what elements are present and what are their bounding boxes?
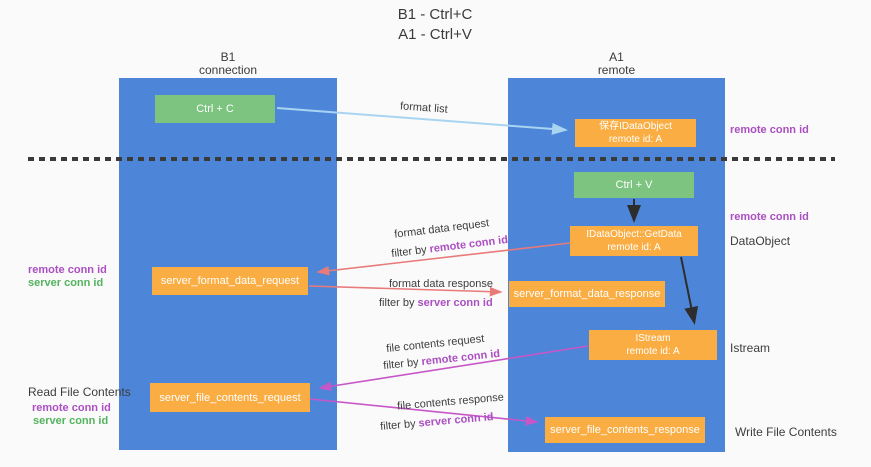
ctrl-v-box: Ctrl + V bbox=[574, 172, 694, 198]
file-contents-response-label: file contents response bbox=[396, 391, 505, 413]
format-data-response-label: format data response bbox=[389, 278, 493, 290]
server-format-data-request-box: server_format_data_request bbox=[152, 267, 308, 295]
server-format-data-request-label: server_format_data_request bbox=[160, 275, 300, 287]
filter-by-text: filter by bbox=[379, 297, 415, 309]
remote-conn-id-annotation-left1: remote conn id bbox=[28, 264, 107, 276]
filter-by-text: filter by bbox=[379, 417, 417, 433]
save-idataobject-line1: 保存IDataObject bbox=[599, 121, 672, 132]
save-idataobject-line2: remote id: A bbox=[608, 134, 663, 145]
server-conn-id-highlight: server conn id bbox=[418, 411, 494, 430]
getdata-line2: remote id: A bbox=[607, 242, 661, 253]
save-idataobject-box: 保存IDataObject remote id: A bbox=[575, 119, 696, 147]
dataobject-annotation: DataObject bbox=[730, 234, 791, 248]
diagram-title: B1 - Ctrl+C A1 - Ctrl+V bbox=[340, 5, 530, 45]
server-conn-id-annotation-left1: server conn id bbox=[28, 277, 104, 289]
b1-column-header: B1 connection bbox=[119, 51, 337, 77]
server-conn-id-annotation-left2: server conn id bbox=[33, 415, 109, 427]
remote-conn-id-annotation-left2: remote conn id bbox=[32, 402, 111, 414]
getdata-line1: IDataObject::GetData bbox=[586, 229, 682, 240]
istream-annotation: Istream bbox=[730, 341, 771, 355]
istream-line1: IStream bbox=[635, 333, 671, 344]
title-line-copy: B1 - Ctrl+C bbox=[397, 6, 473, 23]
remote-conn-id-annotation-mid: remote conn id bbox=[730, 211, 809, 223]
filter-by-text: filter by bbox=[382, 356, 420, 373]
a1-role: remote bbox=[597, 63, 636, 77]
format-list-label: format list bbox=[399, 100, 449, 116]
remote-conn-id-highlight: remote conn id bbox=[420, 347, 501, 369]
ctrl-v-label: Ctrl + V bbox=[615, 179, 653, 191]
phase-divider-dashed-line bbox=[28, 157, 835, 161]
server-conn-id-highlight: server conn id bbox=[417, 297, 493, 309]
server-format-data-response-label: server_format_data_response bbox=[513, 288, 661, 300]
remote-conn-id-annotation-top: remote conn id bbox=[730, 124, 809, 136]
write-file-contents-annotation: Write File Contents bbox=[735, 425, 837, 439]
server-file-contents-request-label: server_file_contents_request bbox=[159, 391, 301, 404]
istream-line2: remote id: A bbox=[626, 346, 680, 357]
title-line-paste: A1 - Ctrl+V bbox=[398, 26, 472, 43]
istream-box: IStream remote id: A bbox=[589, 330, 717, 360]
server-format-data-response-box: server_format_data_response bbox=[509, 281, 665, 307]
remote-conn-id-highlight: remote conn id bbox=[428, 233, 509, 256]
read-file-contents-annotation: Read File Contents bbox=[28, 385, 131, 399]
server-file-contents-request-box: server_file_contents_request bbox=[150, 383, 310, 412]
b1-name: B1 bbox=[220, 50, 236, 64]
filter-by-text: filter by bbox=[390, 243, 428, 261]
server-file-contents-response-label: server_file_contents_response bbox=[550, 424, 700, 436]
idataobject-getdata-box: IDataObject::GetData remote id: A bbox=[570, 226, 698, 256]
a1-name: A1 bbox=[609, 50, 624, 64]
ctrl-c-box: Ctrl + C bbox=[155, 95, 275, 123]
server-file-contents-response-box: server_file_contents_response bbox=[545, 417, 705, 443]
a1-column-header: A1 remote bbox=[508, 51, 725, 77]
ctrl-c-label: Ctrl + C bbox=[196, 103, 234, 115]
b1-role: connection bbox=[198, 63, 258, 77]
